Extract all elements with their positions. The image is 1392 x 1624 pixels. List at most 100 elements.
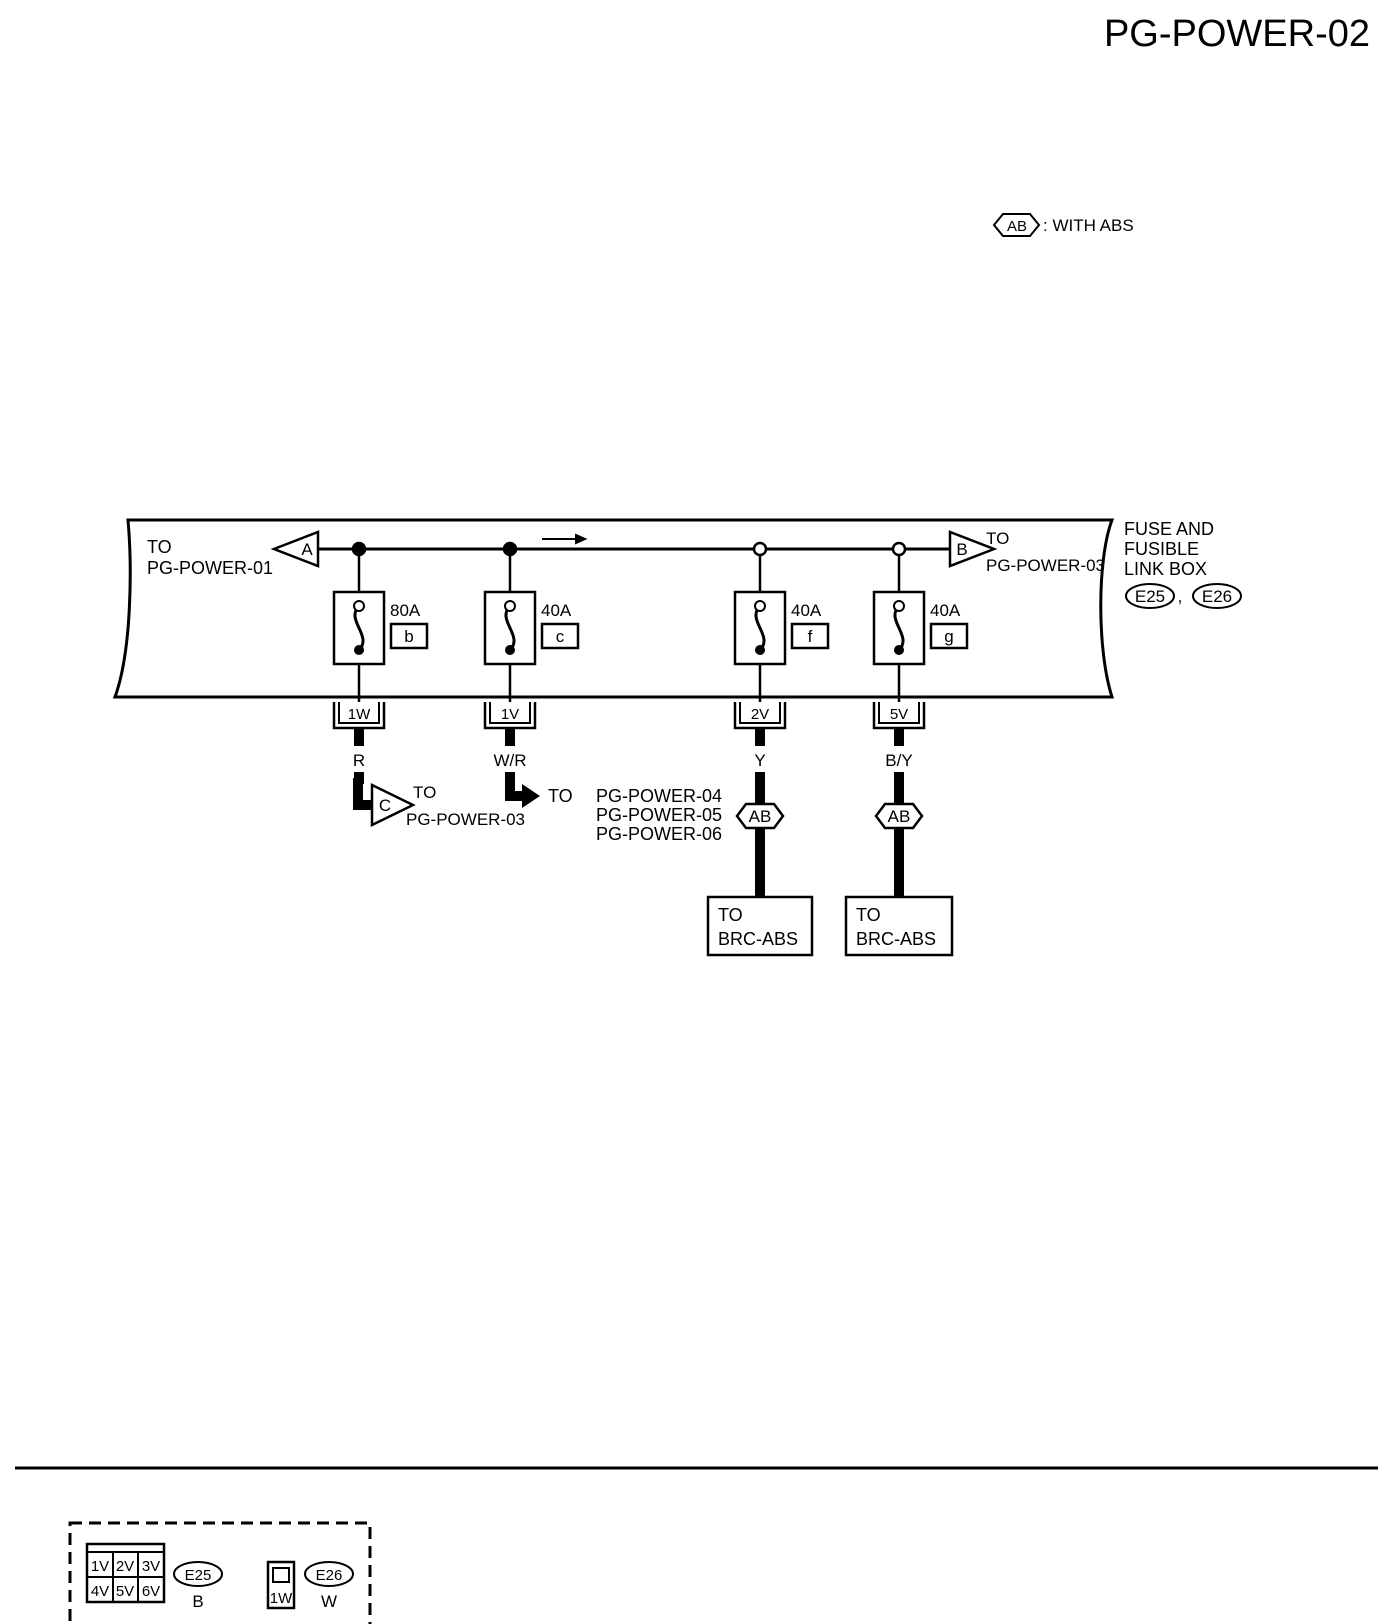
fuse-rating: 40A: [930, 601, 961, 620]
wire-color: B/Y: [885, 751, 912, 770]
abs-branch-f-dest: BRC-ABS: [718, 929, 798, 949]
abs-branch-f-tag: AB: [749, 807, 772, 826]
bus-junction: [502, 541, 518, 557]
bus-junction: [351, 541, 367, 557]
fuse-top-terminal: [353, 600, 365, 612]
fuse-top-terminal: [754, 600, 766, 612]
abs-branch-g-to: TO: [856, 905, 881, 925]
branch-arrow-dest-2: PG-POWER-05: [596, 805, 722, 825]
legend-ab-code: AB: [1007, 218, 1027, 235]
fuse-box-label: FUSE AND FUSIBLE LINK BOX E25 , E26: [1124, 519, 1242, 609]
branch-c-letter: C: [379, 796, 391, 815]
link-b: B TO PG-POWER-03: [948, 529, 1105, 575]
fuse-bottom-terminal: [894, 645, 904, 655]
box-label-line-1: FUSE AND: [1124, 519, 1214, 539]
connector-badge-e26: [1192, 583, 1242, 609]
fuse-code: g: [944, 627, 953, 646]
branch-arrow: TO PG-POWER-04 PG-POWER-05 PG-POWER-06: [505, 778, 722, 844]
terminal-bracket-inner: [878, 702, 920, 724]
bus-junction: [891, 541, 907, 557]
fuse-top-terminal: [893, 600, 905, 612]
branch-c-wire: [353, 778, 372, 810]
e25-housing: [85, 1542, 166, 1604]
e26-view-badge: [304, 1561, 354, 1587]
abs-branch-g-box: [844, 895, 954, 957]
fuse-code: f: [808, 627, 813, 646]
e26-view-color: W: [321, 1592, 337, 1611]
fuse-top-terminal: [504, 600, 516, 612]
e25-cell: 3V: [142, 1558, 160, 1575]
abs-branch-g-hexagon: [874, 802, 924, 830]
e26-view-id: E26: [316, 1567, 343, 1584]
link-a-dest: PG-POWER-01: [147, 558, 273, 578]
fuse-code-box: [790, 622, 830, 650]
link-a-letter: A: [301, 540, 313, 559]
legend: AB : WITH ABS: [992, 213, 1134, 237]
fuse-rating: 40A: [791, 601, 822, 620]
legend-ab-hexagon: [992, 213, 1041, 237]
branch-c-to: TO: [413, 783, 436, 802]
terminal-bracket-inner: [739, 702, 781, 724]
bus-junction: [752, 541, 768, 557]
wire-color: W/R: [493, 751, 526, 770]
e25-cell: 4V: [91, 1583, 109, 1600]
fuse-code-box: [929, 622, 969, 650]
abs-branch-f-to: TO: [718, 905, 743, 925]
fuse-bottom-terminal: [755, 645, 765, 655]
branch-arrow-dest-3: PG-POWER-06: [596, 824, 722, 844]
abs-branch-f: AB TO BRC-ABS: [706, 778, 814, 957]
e25-view-color: B: [192, 1592, 203, 1611]
terminal-label: 2V: [751, 706, 769, 723]
link-b-dest: PG-POWER-03: [986, 556, 1105, 575]
fuse-bottom-terminal: [505, 645, 515, 655]
box-label-line-2: FUSIBLE: [1124, 539, 1199, 559]
fuse-rating: 40A: [541, 601, 572, 620]
box-label-line-3: LINK BOX: [1124, 559, 1207, 579]
link-b-to: TO: [986, 529, 1009, 548]
link-a-triangle: [270, 530, 320, 568]
abs-branch-f-box: [706, 895, 814, 957]
fuse-code-box: [389, 622, 429, 650]
connector-badge-e25: [1125, 583, 1175, 609]
connector-views: 1V 2V 3V 4V 5V 6V E25 B 1W E26 W: [68, 1521, 372, 1624]
e25-cell: 1V: [91, 1558, 109, 1575]
wire-color: R: [353, 751, 365, 770]
link-a-to: TO: [147, 537, 172, 557]
connector-e25-label: E25: [1135, 587, 1165, 606]
legend-text: : WITH ABS: [1043, 216, 1134, 235]
e25-cell: 5V: [116, 1583, 134, 1600]
fuse-rating: 80A: [390, 601, 421, 620]
e25-cell: 6V: [142, 1583, 160, 1600]
wire-color: Y: [754, 751, 765, 770]
branch-c-triangle: [370, 782, 416, 828]
terminal-bracket-inner: [338, 702, 380, 724]
connector-separator: ,: [1178, 587, 1183, 606]
connector-views-frame: [68, 1521, 372, 1624]
link-b-letter: B: [956, 540, 967, 559]
abs-branch-f-hexagon: [735, 802, 785, 830]
abs-branch-g-dest: BRC-ABS: [856, 929, 936, 949]
fuse-code: b: [404, 627, 413, 646]
link-a: A TO PG-POWER-01: [147, 530, 320, 578]
e25-view-badge: [173, 1561, 223, 1587]
terminal-label: 5V: [890, 706, 908, 723]
abs-branch-g: AB TO BRC-ABS: [844, 778, 954, 957]
branch-arrow-to: TO: [548, 786, 573, 806]
terminal-bracket-inner: [489, 702, 531, 724]
e26-housing: [266, 1560, 296, 1610]
branch-arrow-dest-1: PG-POWER-04: [596, 786, 722, 806]
branch-c-dest: PG-POWER-03: [406, 810, 525, 829]
branch-arrow-wire: [505, 778, 524, 801]
e26-cell: 1W: [270, 1590, 293, 1607]
branch-c: C TO PG-POWER-03: [353, 778, 525, 829]
abs-branch-g-tag: AB: [888, 807, 911, 826]
branch-arrow-head: [522, 784, 540, 808]
current-direction-arrow: [542, 533, 588, 545]
fuse-box-outline: [112, 518, 1115, 699]
fuse-bottom-terminal: [354, 645, 364, 655]
e25-view-id: E25: [185, 1567, 212, 1584]
terminal-label: 1W: [348, 706, 371, 723]
fuse-code-box: [540, 622, 580, 650]
